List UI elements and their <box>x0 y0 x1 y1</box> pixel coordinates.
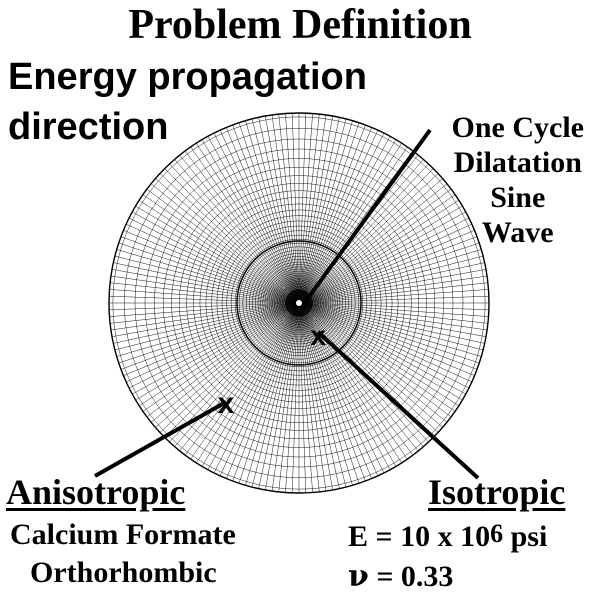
mesh-ring <box>264 268 334 338</box>
mesh-ring <box>205 209 393 397</box>
mesh-ring <box>134 138 464 468</box>
mesh-ring <box>273 277 325 329</box>
mesh-ring <box>124 128 474 478</box>
mesh-ring <box>199 203 399 403</box>
mesh-ring <box>230 234 368 372</box>
mesh-ring <box>281 285 317 321</box>
mesh-ring <box>186 190 412 416</box>
anisotropic-marker: x <box>218 387 235 420</box>
mesh-spokes <box>109 113 489 493</box>
wave-label: One Cycle Dilatation Sine Wave <box>452 110 584 250</box>
source-point <box>294 298 304 308</box>
mesh-ring <box>234 238 364 368</box>
mesh-ring <box>257 261 341 345</box>
mesh-ring <box>262 266 336 340</box>
isotropic-heading: Isotropic <box>428 472 566 512</box>
mesh-ring <box>242 246 356 360</box>
mesh-ring <box>275 279 323 327</box>
mesh-boundary <box>108 112 490 494</box>
anisotropic-material: Calcium Formate <box>10 518 236 551</box>
mesh-ring <box>278 282 320 324</box>
mesh-grid <box>108 112 490 494</box>
mesh-ring <box>162 166 436 440</box>
mesh-ring <box>272 276 326 330</box>
poisson-ratio: ν = 0.33 <box>348 562 453 592</box>
isotropic-pointer-line <box>316 330 480 480</box>
anisotropic-heading: Anisotropic <box>6 472 186 512</box>
isotropic-marker: x <box>310 320 326 351</box>
wave-label-line: Wave <box>481 216 554 249</box>
modulus-exponent: 6 <box>490 519 504 548</box>
mesh-ring <box>277 281 321 325</box>
mesh-ring <box>266 270 332 336</box>
mesh-ring <box>221 225 377 381</box>
modulus-prefix: E = 10 x 10 <box>348 520 491 553</box>
page-title: Problem Definition <box>128 2 472 48</box>
mesh-ring <box>211 215 387 391</box>
mesh-ring <box>226 230 372 376</box>
wave-pointer-line <box>301 128 432 307</box>
mesh-ring <box>179 183 419 423</box>
energy-label-line2: direction <box>8 106 169 148</box>
mesh-ring <box>270 274 328 332</box>
modulus-unit: psi <box>503 520 548 553</box>
mesh-ring <box>249 253 349 353</box>
pointer-lines <box>94 128 480 480</box>
mesh-ring <box>268 272 330 334</box>
poisson-value: = 0.33 <box>368 560 454 593</box>
mesh-ring <box>245 249 353 357</box>
mesh-ring <box>193 197 405 409</box>
energy-label-line1: Energy propagation <box>8 56 367 98</box>
mesh-ring <box>216 220 382 386</box>
wave-label-line: Dilatation <box>453 146 582 179</box>
anisotropic-crystal: Orthorhombic <box>30 556 217 589</box>
wave-label-line: One Cycle <box>451 111 584 144</box>
mesh-ring <box>280 284 318 322</box>
mesh-ring <box>283 287 315 319</box>
mesh-ring <box>154 158 444 448</box>
poisson-symbol: ν <box>348 559 369 594</box>
mesh-ring <box>252 256 346 350</box>
anisotropic-pointer-line <box>94 400 227 478</box>
mesh-ring <box>171 175 427 431</box>
mesh-ring <box>112 116 486 490</box>
mesh-boundary <box>236 240 362 366</box>
mesh-ring <box>144 148 454 458</box>
markers: x x <box>218 298 326 420</box>
wave-label-line: Sine <box>490 181 546 214</box>
mesh-ring <box>255 259 343 347</box>
youngs-modulus: E = 10 x 106 psi <box>348 519 548 553</box>
mesh-ring <box>238 242 360 364</box>
mesh-ring <box>260 264 338 342</box>
